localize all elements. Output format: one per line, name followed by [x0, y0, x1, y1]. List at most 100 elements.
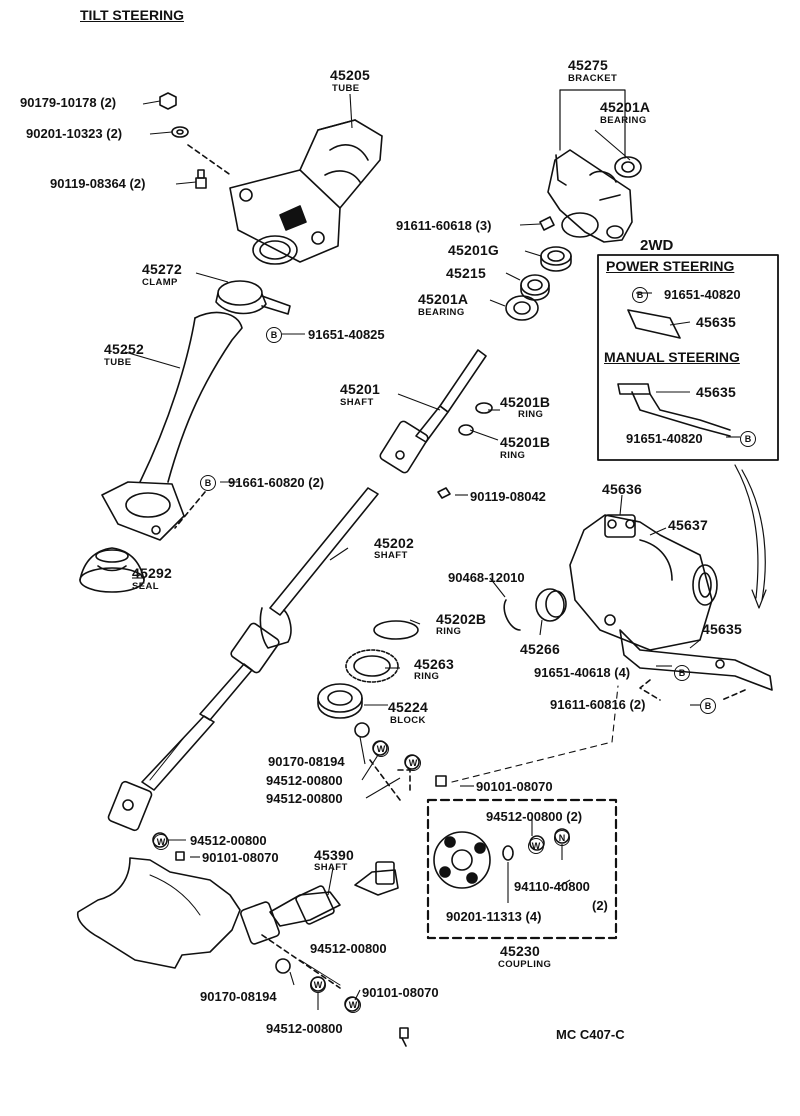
upper-tube-45205 [229, 119, 383, 265]
label-91651-a: 91651-40825 [308, 327, 385, 342]
label-manual-bolt: 91651-40820 [626, 431, 703, 446]
label-coupling-part: 45230 [500, 943, 540, 959]
power-steering-bracket [627, 309, 681, 339]
label-90468: 90468-12010 [448, 570, 525, 585]
bearing-45201A-top [614, 156, 642, 178]
label-coupling-nut-qty: (2) [592, 898, 608, 913]
page-title: TILT STEERING [80, 7, 184, 23]
label-45201B-1-name: RING [518, 409, 544, 420]
label-45201-name: SHAFT [340, 397, 374, 408]
label-90170-b: 90170-08194 [200, 989, 277, 1004]
label-45205: 45205 [330, 67, 370, 83]
label-coupling-nut: 94110-40800 [514, 879, 590, 894]
label-45292: 45292 [132, 565, 172, 581]
label-45390-name: SHAFT [314, 862, 348, 873]
label-45224: 45224 [388, 699, 428, 715]
ring-45263 [345, 649, 399, 683]
label-45201B-2: 45201B [500, 434, 551, 450]
bracket-45635-lower [619, 629, 773, 691]
washer-marker-94512-d: W [345, 996, 361, 1013]
washer-marker-94512-a: W [373, 740, 389, 757]
label-45201B-1: 45201B [500, 394, 551, 410]
label-45263: 45263 [414, 656, 454, 672]
nut-marker-coupling: N [554, 829, 570, 846]
shaft-45201 [379, 349, 487, 474]
label-91661: 91661-60820 (2) [228, 475, 325, 490]
label-94512-b: 94512-00800 [266, 791, 343, 806]
hardware-top-left [159, 92, 207, 189]
bearing-45201A-lower [505, 295, 539, 321]
label-94512-c: 94512-00800 [190, 833, 267, 848]
part-45266 [535, 588, 567, 622]
block-45224 [317, 683, 363, 719]
washer-marker-94512-e: W [310, 976, 326, 993]
label-45202B-name: RING [436, 626, 462, 637]
coupling-45230 [433, 831, 491, 889]
bolt-marker-91661: B [200, 474, 216, 491]
box-2wd-frame [597, 254, 779, 461]
bolt-marker-91611-b: B [700, 697, 716, 714]
label-90170-a: 90170-08194 [268, 754, 345, 769]
label-90119-b: 90119-08042 [470, 489, 546, 504]
label-90101-c: 90101-08070 [362, 985, 439, 1000]
label-91611-a: 91611-60618 (3) [396, 218, 492, 233]
washer-marker-94512-c: W [153, 833, 169, 850]
label-90179: 90179-10178 (2) [20, 95, 117, 110]
pump-45637 [569, 514, 718, 651]
label-45201A-top-name: BEARING [600, 115, 647, 126]
label-power-bolt: 91651-40820 [664, 287, 741, 302]
label-45275-name: BRACKET [568, 73, 618, 84]
clip-90468 [503, 599, 521, 631]
label-manual-bracket: 45635 [696, 384, 736, 400]
label-45205-name: TUBE [332, 83, 360, 94]
diagram-code: MC C407-C [556, 1027, 625, 1042]
manual-steering-label: MANUAL STEERING [604, 349, 740, 365]
power-steering-label: POWER STEERING [606, 258, 735, 274]
label-45292-name: SEAL [132, 581, 159, 592]
label-45201: 45201 [340, 381, 380, 397]
bolt-marker-91651-a: B [266, 326, 282, 343]
label-90101-b: 90101-08070 [202, 850, 279, 865]
label-45201B-2-name: RING [500, 450, 526, 461]
label-94512-a: 94512-00800 [266, 773, 343, 788]
label-45252-name: TUBE [104, 357, 132, 368]
label-45636: 45636 [602, 481, 642, 497]
washer-marker-94512-b: W [405, 754, 421, 771]
box-2wd-heading: 2WD [640, 237, 674, 254]
label-coupling-bushing: 90201-11313 (4) [446, 909, 542, 924]
bolt-marker-91651-b: B [674, 664, 690, 681]
shaft-45202 [107, 487, 379, 832]
label-45202-name: SHAFT [374, 550, 408, 561]
label-45201A: 45201A [418, 291, 469, 307]
bolt-marker-power: B [632, 286, 648, 303]
washer-marker-coupling: W [528, 837, 544, 854]
label-45272-name: CLAMP [142, 277, 178, 288]
seal-45292 [79, 547, 145, 593]
label-94512-e: 94512-00800 [266, 1021, 343, 1036]
bolt-marker-manual: B [740, 430, 756, 447]
steering-gear-outline [76, 857, 241, 969]
label-91611-b: 91611-60816 (2) [550, 697, 646, 712]
label-45390: 45390 [314, 847, 354, 863]
label-45266: 45266 [520, 641, 560, 657]
label-91651-b: 91651-40618 (4) [534, 665, 631, 680]
label-45263-name: RING [414, 671, 440, 682]
label-45201A-name: BEARING [418, 307, 465, 318]
label-45275: 45275 [568, 57, 608, 73]
shaft-45390 [240, 861, 399, 945]
ring-45202B [373, 620, 419, 640]
label-45635-lower: 45635 [702, 621, 742, 637]
label-coupling-part-name: COUPLING [498, 959, 552, 970]
label-45224-name: BLOCK [390, 715, 426, 726]
label-45202: 45202 [374, 535, 414, 551]
manual-steering-bracket [617, 383, 731, 437]
label-45252: 45252 [104, 341, 144, 357]
coupling-box-frame [426, 798, 618, 940]
label-45201G: 45201G [448, 242, 500, 258]
label-45202B: 45202B [436, 611, 487, 627]
label-45215: 45215 [446, 265, 486, 281]
label-45201A-top: 45201A [600, 99, 651, 115]
label-94512-d: 94512-00800 [310, 941, 387, 956]
label-90119-a: 90119-08364 (2) [50, 176, 146, 191]
bracket-45275 [547, 89, 633, 243]
